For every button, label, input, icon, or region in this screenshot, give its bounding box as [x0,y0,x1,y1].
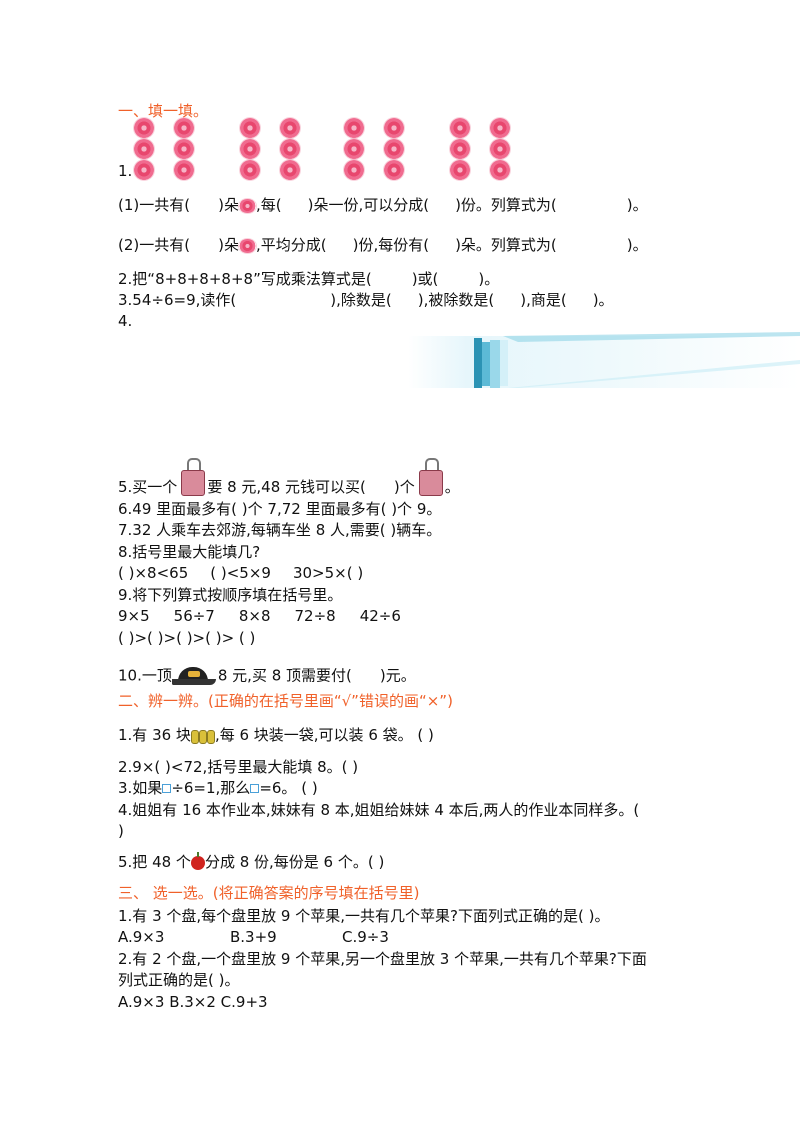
flower-icon [344,139,364,159]
q3: 3.54÷6=9,读作(),除数是(),被除数是(),商是()。 [118,291,614,309]
flower-icon [450,160,470,180]
flower-icon [384,160,404,180]
judge-2: 2.9×( )<72,括号里最大能填 8。( ) [118,758,359,776]
choice-2-options: A.9×3 B.3×2 C.9+3 [118,993,268,1011]
q1-part1: (1)一共有()朵,每()朵一份,可以分成()份。列算式为()。 [118,196,648,214]
pencil-sharpener-icon [177,458,207,496]
q8: 8.括号里最大能填几? [118,543,261,561]
flower-icon [344,118,364,138]
flower-icon [174,118,194,138]
judge-4-line1: 4.姐姐有 16 本作业本,妹妹有 8 本,姐姐给妹妹 4 本后,两人的作业本同… [118,801,640,819]
candy-icon [190,728,215,744]
flower-icon [134,139,154,159]
flower-icon [174,160,194,180]
pencil-sharpener-icon [415,458,445,496]
flower-icon [240,118,260,138]
q2: 2.把“8+8+8+8+8”写成乘法算式是()或()。 [118,270,500,288]
ruler-image [408,332,800,388]
flower-icon [384,118,404,138]
square-icon [162,784,172,793]
flower-icon [238,238,256,253]
section-2-title: 二、辨一辨。(正确的在括号里画“√”错误的画“×”) [118,692,453,710]
flower-icon [344,160,364,180]
cap-icon [171,665,218,687]
flower-icon [490,160,510,180]
flower-icon [240,160,260,180]
choice-1: 1.有 3 个盘,每个盘里放 9 个苹果,一共有几个苹果?下面列式正确的是( )… [118,907,610,925]
choice-2-line2: 列式正确的是( )。 [118,971,240,989]
flower-icon [450,139,470,159]
flower-icon [134,160,154,180]
judge-1: 1.有 36 块,每 6 块装一袋,可以装 6 袋。 ( ) [118,726,434,744]
flower-icon [490,139,510,159]
judge-5: 5.把 48 个分成 8 份,每份是 6 个。( ) [118,851,385,871]
flower-icon [280,118,300,138]
flower-icon [490,118,510,138]
q5: 5.买一个要 8 元,48 元钱可以买()个。 [118,458,460,496]
q6: 6.49 里面最多有( )个 7,72 里面最多有( )个 9。 [118,500,442,518]
choice-2-line1: 2.有 2 个盘,一个盘里放 9 个苹果,另一个盘里放 3 个苹果,一共有几个苹… [118,950,647,968]
section-1-title: 一、填一填。 [118,102,209,120]
judge-4-line2: ) [118,822,124,840]
q9-order: ( )>( )>( )>( )> ( ) [118,629,256,647]
flower-icon [280,160,300,180]
flower-icon [240,139,260,159]
q4-label: 4. [118,312,133,330]
apple-icon [190,851,205,870]
judge-3: 3.如果÷6=1,那么=6。 ( ) [118,779,318,797]
square-icon [250,784,260,793]
flower-icon [450,118,470,138]
section-3-title: 三、 选一选。(将正确答案的序号填在括号里) [118,884,420,902]
flower-icon [384,139,404,159]
flower-icon [134,118,154,138]
q9: 9.将下列算式按顺序填在括号里。 [118,586,343,604]
flower-icon [238,198,256,213]
q1-label: 1. [118,162,133,180]
q1-part2: (2)一共有()朵,平均分成()份,每份有()朵。列算式为()。 [118,236,648,254]
flower-icon [280,139,300,159]
flower-icon [174,139,194,159]
q7: 7.32 人乘车去郊游,每辆车坐 8 人,需要( )辆车。 [118,521,442,539]
